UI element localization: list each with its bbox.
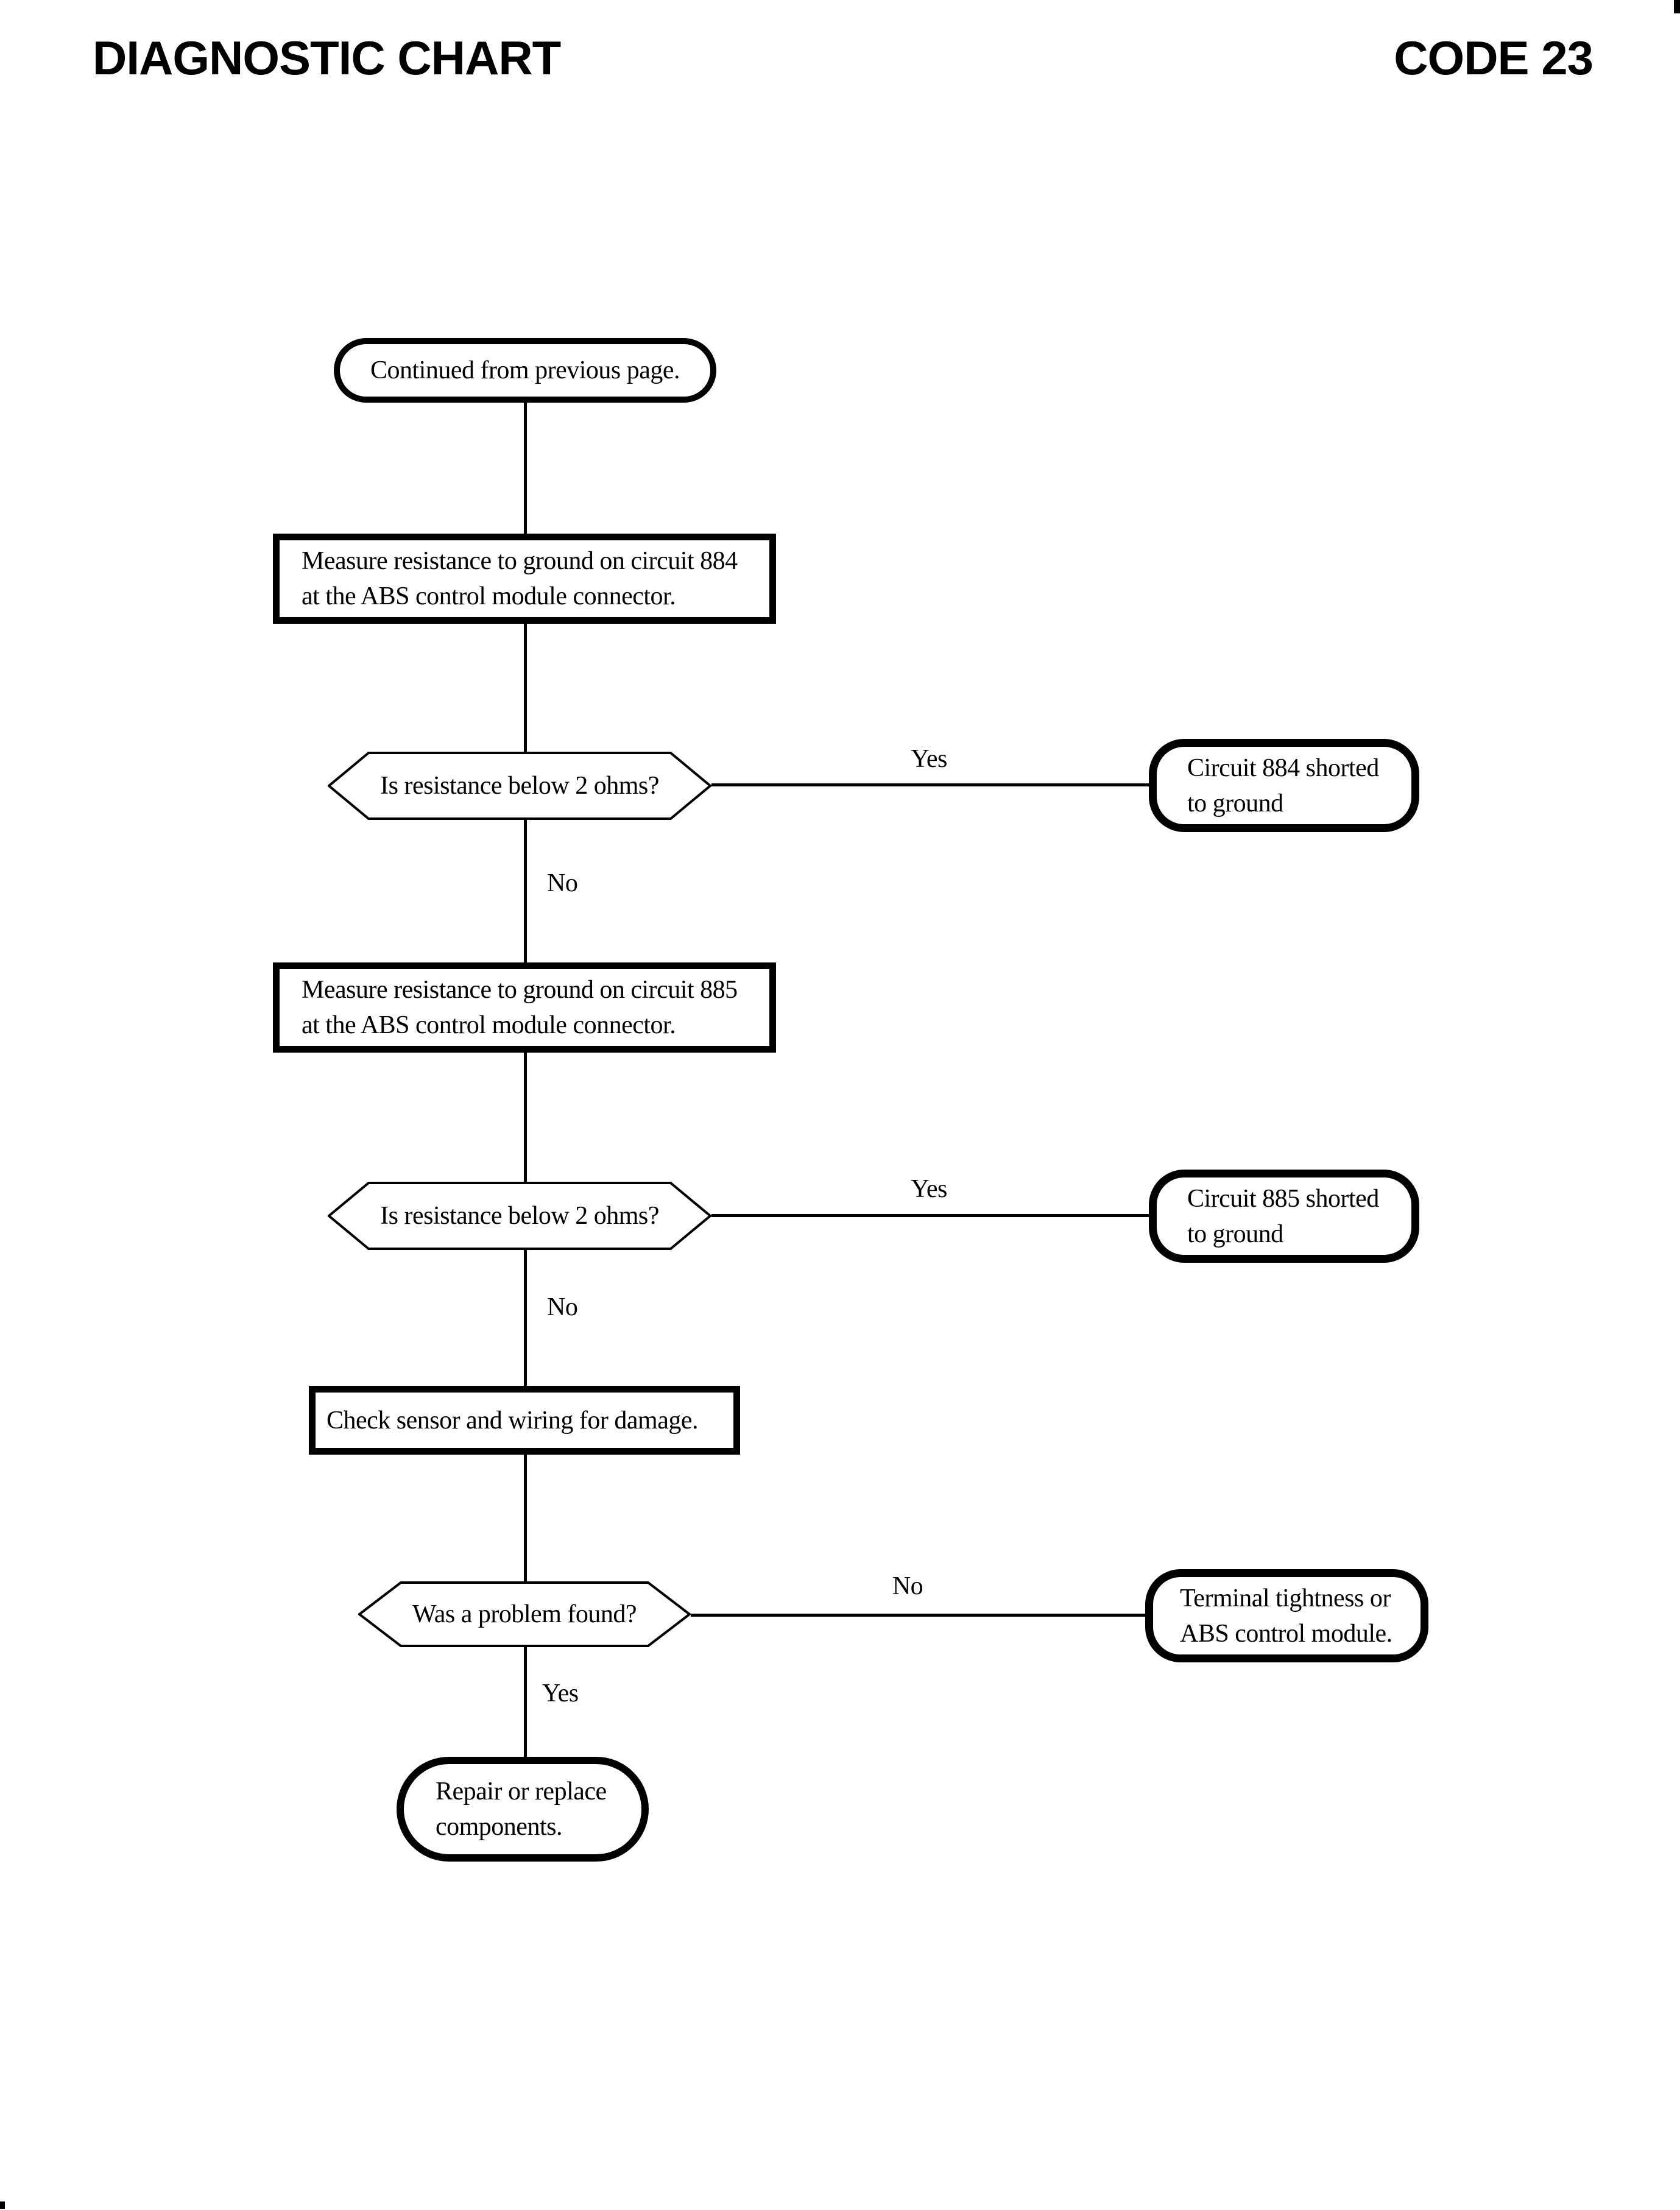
repair-terminator: Repair or replace components. (397, 1757, 649, 1862)
problem-found-label: Was a problem found? (412, 1600, 637, 1628)
repair-label: Repair or replace components. (436, 1778, 607, 1841)
connector-line (524, 820, 527, 962)
yes-branch-line (711, 1214, 1149, 1217)
no-edge-label: No (547, 1293, 578, 1321)
check-sensor-label: Check sensor and wiring for damage. (326, 1406, 698, 1435)
decision-885-label: Is resistance below 2 ohms? (380, 1202, 659, 1230)
connector-line (524, 1250, 527, 1386)
start-terminator-label: Continued from previous page. (370, 356, 680, 384)
connector-line (524, 1053, 527, 1182)
result-884-terminator: Circuit 884 shorted to ground (1149, 739, 1419, 832)
yes-branch-line (711, 783, 1149, 786)
result-884-label: Circuit 884 shorted to ground (1187, 754, 1379, 817)
measure-885-label: Measure resistance to ground on circuit … (302, 976, 738, 1039)
connector-line (524, 1647, 527, 1757)
yes-edge-label: Yes (542, 1679, 579, 1707)
measure-885-process-box: Measure resistance to ground on circuit … (273, 962, 776, 1053)
start-terminator: Continued from previous page. (334, 338, 716, 403)
result-885-terminator: Circuit 885 shorted to ground (1149, 1170, 1419, 1263)
yes-edge-label: Yes (911, 1175, 947, 1203)
no-branch-line (691, 1614, 1145, 1617)
terminal-tightness-label: Terminal tightness or ABS control module… (1180, 1584, 1392, 1648)
decision-884-hexagon: Is resistance below 2 ohms? (328, 752, 711, 820)
measure-884-process-box: Measure resistance to ground on circuit … (273, 534, 776, 624)
connector-line (524, 624, 527, 752)
problem-found-hexagon: Was a problem found? (358, 1581, 691, 1647)
decision-885-hexagon: Is resistance below 2 ohms? (328, 1182, 711, 1250)
no-edge-label: No (547, 869, 578, 897)
no-edge-label: No (892, 1572, 923, 1600)
scan-artifact (1674, 0, 1680, 13)
measure-884-label: Measure resistance to ground on circuit … (302, 547, 738, 610)
page-code: CODE 23 (1394, 31, 1594, 85)
hexagon-outline (328, 1182, 711, 1250)
decision-884-label: Is resistance below 2 ohms? (380, 772, 659, 800)
connector-line (524, 1455, 527, 1581)
result-885-label: Circuit 885 shorted to ground (1187, 1184, 1379, 1248)
yes-edge-label: Yes (911, 745, 947, 773)
connector-line (524, 403, 527, 534)
page-title: DIAGNOSTIC CHART (93, 31, 561, 85)
check-sensor-process-box: Check sensor and wiring for damage. (309, 1386, 740, 1455)
terminal-tightness-terminator: Terminal tightness or ABS control module… (1145, 1569, 1428, 1662)
hexagon-outline (358, 1581, 691, 1647)
scan-artifact (0, 2201, 5, 2209)
hexagon-outline (328, 752, 711, 820)
